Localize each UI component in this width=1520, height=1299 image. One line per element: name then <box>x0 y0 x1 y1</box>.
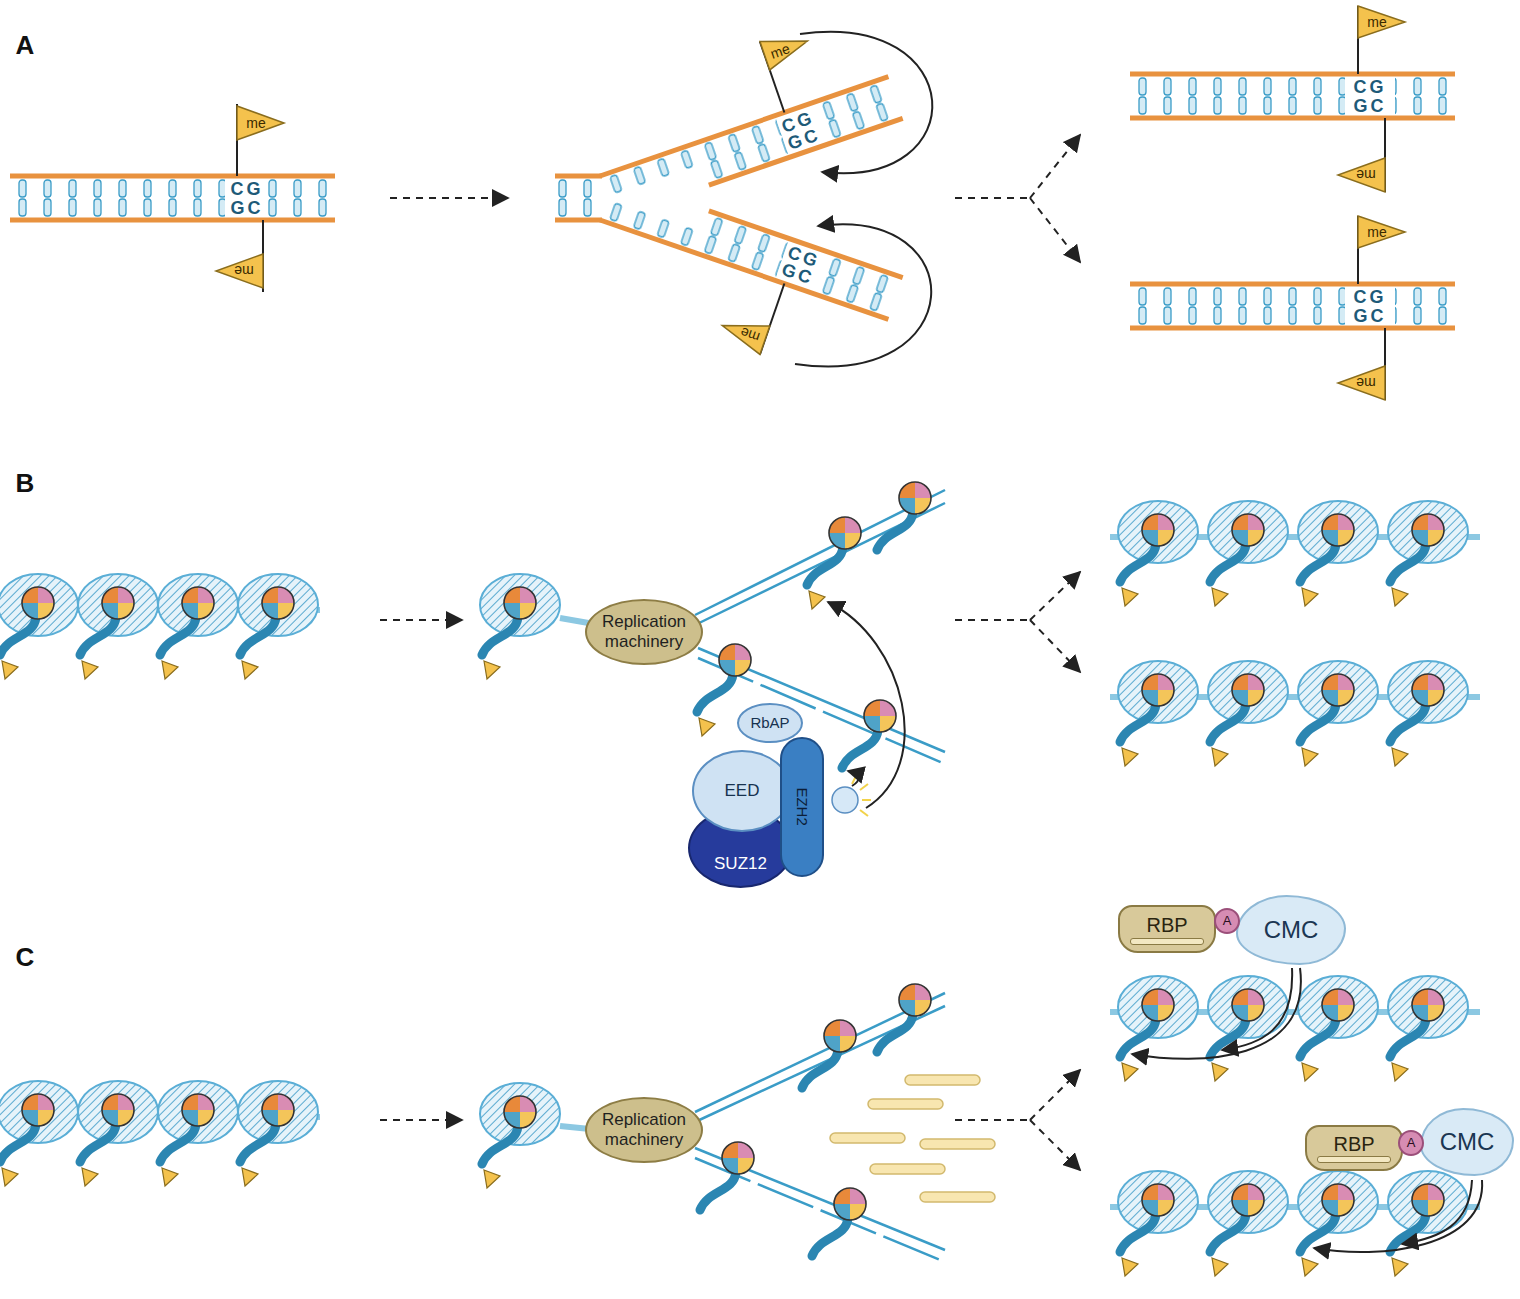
node-label: SUZ12 <box>714 854 767 874</box>
methyl-mark: me <box>1356 376 1375 390</box>
methyl-flag <box>216 104 284 292</box>
methyl-mark: me <box>1367 15 1386 29</box>
spread-arrow <box>828 602 905 808</box>
dna-fork <box>555 6 903 390</box>
replication-machinery: Replication machinery <box>585 1097 703 1163</box>
methyl-mark: me <box>246 116 265 130</box>
node-label: A <box>1407 1136 1416 1151</box>
node-label: CMC <box>1440 1128 1495 1156</box>
methyl-mark: me <box>769 41 792 61</box>
chromatin-modifying-complex: CMC <box>1420 1108 1514 1176</box>
chromatin <box>1110 976 1480 1276</box>
rna-binding-protein: RBP <box>1305 1125 1403 1171</box>
base-pair: CG <box>1354 288 1387 306</box>
protein-subunit: EZH2 <box>780 737 824 877</box>
node-label: A <box>1223 914 1232 929</box>
methyl-mark: me <box>739 325 762 345</box>
node-label: CMC <box>1264 916 1319 944</box>
rna-binding-protein: RBP <box>1118 905 1216 953</box>
rna-fragment <box>830 1075 995 1202</box>
adaptor-circle: A <box>1214 908 1240 934</box>
chromatin <box>0 1081 320 1186</box>
base-pair: CG <box>1354 78 1387 96</box>
chromatin <box>1110 501 1480 766</box>
methyl-mark: me <box>234 264 253 278</box>
base-pair: GC <box>1354 307 1387 325</box>
node-label: Replication machinery <box>595 612 693 651</box>
node-label: EED <box>725 781 760 801</box>
dna-duplex <box>1130 284 1455 328</box>
methylation-arrow <box>1132 968 1482 1252</box>
dna-duplex <box>10 176 335 220</box>
panel-letter: C <box>16 944 35 970</box>
protein-subunit: RbAP <box>737 703 803 743</box>
replication-fork <box>480 984 945 1262</box>
base-pair: CG <box>231 180 264 198</box>
node-label: EZH2 <box>793 788 810 826</box>
chromatin-modifying-complex: CMC <box>1236 895 1346 965</box>
node-label: RBP <box>1146 914 1187 937</box>
methyl-mark: me <box>1367 225 1386 239</box>
node-label: RbAP <box>750 714 789 731</box>
node-label: RBP <box>1333 1133 1374 1156</box>
methyl-mark: me <box>1356 168 1375 182</box>
base-pair: GC <box>1354 97 1387 115</box>
panel-letter: A <box>16 32 35 58</box>
node-label: Replication machinery <box>595 1110 693 1149</box>
methyl-flag <box>1338 6 1405 400</box>
replication-machinery: Replication machinery <box>585 599 703 665</box>
adaptor-circle: A <box>1398 1130 1424 1156</box>
chromatin <box>0 574 320 679</box>
copy-arrow <box>795 32 932 367</box>
dna-duplex <box>1130 74 1455 118</box>
panel-letter: B <box>16 470 35 496</box>
protein-subunit: EED <box>692 750 792 832</box>
base-pair: GC <box>231 199 264 217</box>
